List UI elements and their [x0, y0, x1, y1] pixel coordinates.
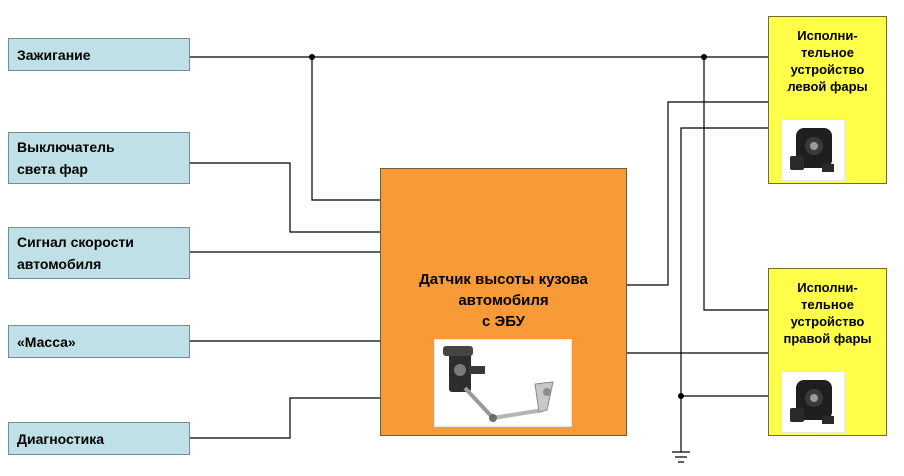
wire-ecu-to-left-actuator — [627, 101, 768, 286]
junction-dot — [678, 393, 684, 399]
body-height-sensor-ecu: Датчик высоты кузова автомобиля с ЭБУ — [380, 168, 627, 436]
input-ignition: Зажигание — [8, 38, 190, 71]
ecu-label-line: Датчик высоты кузова — [419, 271, 588, 288]
ecu-label: Датчик высоты кузова автомобиля с ЭБУ — [381, 269, 626, 332]
input-label: Диагностика — [17, 430, 105, 447]
input-headlight-switch: Выключатель света фар — [8, 132, 190, 184]
input-label: Сигнал скорости — [17, 234, 134, 250]
input-ground: «Масса» — [8, 325, 190, 358]
input-speed-signal: Сигнал скорости автомобиля — [8, 227, 190, 279]
input-label: «Масса» — [17, 333, 76, 350]
wire-diagnostics — [190, 397, 380, 439]
input-label: автомобиля — [17, 256, 102, 272]
input-label: Выключатель — [17, 139, 115, 155]
left-headlight-actuator: Исполни- тельное устройство левой фары — [768, 16, 887, 184]
actuator-label-line: тельное — [801, 45, 854, 60]
actuator-image — [781, 119, 845, 181]
junction-dot — [701, 54, 707, 60]
actuator-label-line: устройство — [790, 314, 865, 329]
height-sensor-icon — [443, 346, 554, 422]
ecu-label-line: автомобиля — [458, 292, 549, 309]
input-label: света фар — [17, 161, 88, 177]
actuator-label-line: тельное — [801, 297, 854, 312]
ground-symbol — [672, 451, 690, 463]
actuator-label-line: левой фары — [787, 79, 868, 94]
actuator-label-line: правой фары — [783, 331, 872, 346]
right-headlight-actuator: Исполни- тельное устройство правой фары — [768, 268, 887, 436]
actuator-label-line: устройство — [790, 62, 865, 77]
actuator-label: Исполни- тельное устройство правой фары — [769, 279, 886, 347]
input-diagnostics: Диагностика — [8, 422, 190, 455]
actuator-motor-icon — [790, 380, 834, 424]
actuator-image — [781, 371, 845, 433]
height-sensor-image — [434, 339, 572, 427]
actuator-label-line: Исполни- — [797, 28, 858, 43]
actuator-label: Исполни- тельное устройство левой фары — [769, 27, 886, 95]
wire-ignition-to-ecu — [311, 57, 380, 201]
wire-headlight-switch — [190, 162, 380, 233]
input-label: Зажигание — [17, 46, 91, 63]
wire-ignition-to-right-actuator — [703, 57, 768, 311]
wire-left-actuator-ground — [680, 127, 768, 452]
actuator-label-line: Исполни- — [797, 280, 858, 295]
ecu-label-line: с ЭБУ — [482, 313, 525, 330]
actuator-motor-icon — [790, 128, 834, 172]
junction-dot — [309, 54, 315, 60]
